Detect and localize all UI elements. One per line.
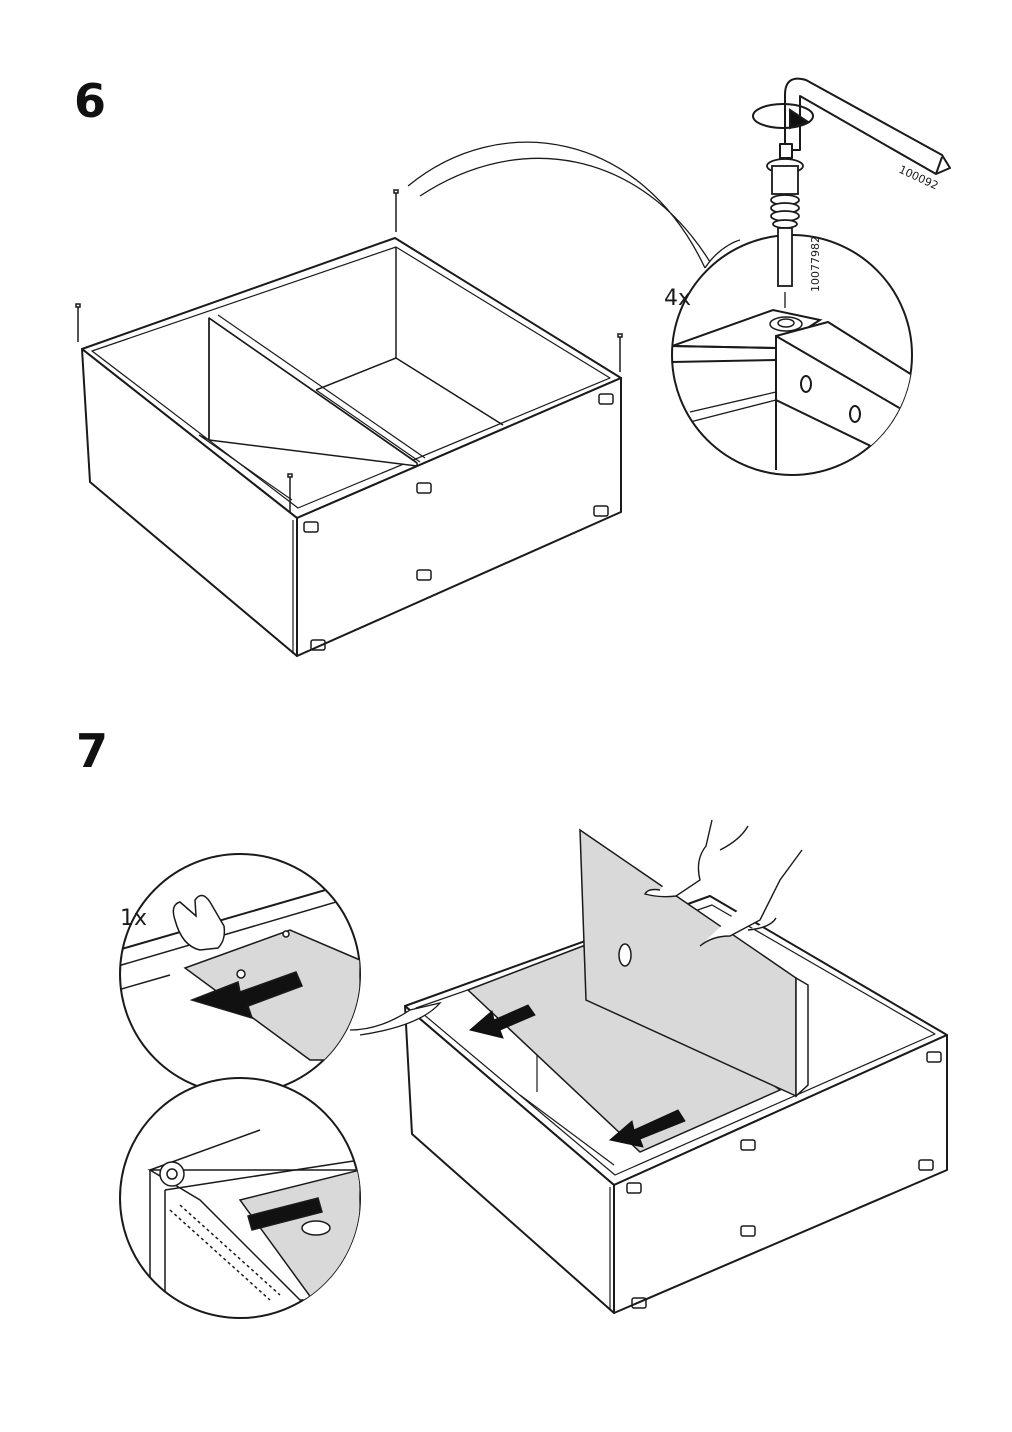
screw-icon — [75, 189, 623, 512]
step-6-part-number: 10077982 — [809, 236, 822, 292]
step-7-detail-quantity: 1x — [120, 906, 147, 931]
step-6-detail-quantity: 4x — [664, 286, 691, 311]
step-7-back-panel — [579, 828, 809, 1098]
rotate-arrow-icon — [752, 103, 814, 130]
step-7-detail-circle-top — [119, 853, 361, 1095]
hand-icon — [172, 894, 226, 951]
detail-callout-curve — [349, 1001, 442, 1036]
step-6-cabinet-frame — [81, 237, 622, 657]
step-6-number: 6 — [74, 74, 107, 128]
screw-detail-icon — [766, 158, 804, 308]
allen-key-icon — [779, 77, 951, 175]
hand-icon — [643, 819, 803, 947]
step-7-detail-circle-bottom — [119, 1077, 361, 1319]
detail-callout-curve — [407, 141, 741, 269]
push-arrow-icon — [468, 1004, 686, 1148]
step-7-number: 7 — [76, 724, 109, 778]
step-7-dowel-marks — [626, 1051, 942, 1309]
cabinet-dowel-marks — [303, 393, 614, 651]
step-6-detail-circle — [671, 234, 913, 476]
